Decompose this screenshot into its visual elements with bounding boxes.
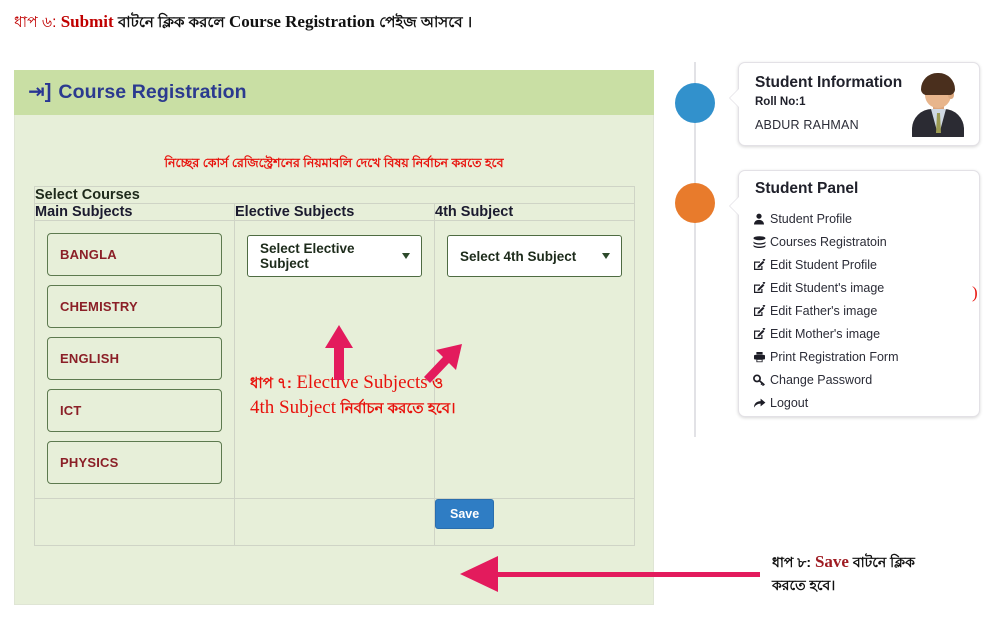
menu-item-label: Student Profile [770,211,852,226]
subject-button-chemistry[interactable]: CHEMISTRY [47,285,222,328]
menu-item-label: Edit Mother's image [770,326,881,341]
menu-item-edit-students-image[interactable]: Edit Student's image [753,276,969,299]
main-subjects-cell: BANGLA CHEMISTRY ENGLISH ICT PHYSICS [34,220,235,499]
registration-notice: নিচ্ছের কোর্স রেজিস্ট্রেশনের নিয়মাবলি দ… [164,156,504,170]
logout-arrow-icon [753,397,770,409]
column-header-main-subjects: Main Subjects [34,203,235,221]
step8-bn-mid: বাটনে ক্লিক [852,554,915,570]
chevron-down-icon [402,253,410,259]
subject-button-physics[interactable]: PHYSICS [47,441,222,484]
menu-item-edit-mothers-image[interactable]: Edit Mother's image [753,322,969,345]
user-icon [753,213,770,225]
card-header: ⇥] Course Registration [14,70,654,115]
printer-icon [753,351,770,363]
save-button[interactable]: Save [435,499,495,529]
step6-prefix: ধাপ ৬: [14,14,57,31]
menu-item-edit-student-profile[interactable]: Edit Student Profile [753,253,969,276]
fourth-subject-cell: Select 4th Subject [433,220,636,499]
timeline-dot-student-information [675,83,715,123]
menu-item-student-profile[interactable]: Student Profile [753,207,969,230]
step6-course-registration-word: Course Registration [228,12,375,31]
fourth-select-wrap: Select 4th Subject [435,221,634,289]
column-header-4th-subject: 4th Subject [433,203,636,221]
bubble-tail [730,197,739,215]
table-body-row: BANGLA CHEMISTRY ENGLISH ICT PHYSICS Sel… [34,220,636,499]
menu-item-label: Print Registration Form [770,349,899,364]
table-header-row: Main Subjects Elective Subjects 4th Subj… [34,203,636,221]
menu-item-courses-registration[interactable]: Courses Registratoin [753,230,969,253]
step8-caption: ধাপ ৮: Save বাটনে ক্লিক করতে হবে। [772,550,997,595]
fourth-select-value: Select 4th Subject [460,248,577,264]
timeline-line [694,62,696,437]
column-header-elective-subjects: Elective Subjects [234,203,435,221]
student-panel-title: Student Panel [755,180,859,197]
step6-submit-word: Submit [60,12,114,31]
subject-button-bangla[interactable]: BANGLA [47,233,222,276]
step6-caption: ধাপ ৬: Submit বাটনে ক্লিক করলে Course Re… [14,10,654,36]
stack-icon [753,235,770,248]
footer-empty-cell-mid [234,498,435,546]
table-footer-row: Save [34,498,636,546]
elective-subject-select[interactable]: Select Elective Subject [247,235,422,277]
menu-item-label: Courses Registratoin [770,234,887,249]
student-panel-menu: Student Profile Courses Registratoin Edi… [753,207,969,414]
edit-icon [753,258,770,271]
menu-item-label: Edit Father's image [770,303,878,318]
step8-line-1: ধাপ ৮: Save বাটনে ক্লিক [772,550,997,575]
menu-item-label: Edit Student's image [770,280,885,295]
fourth-subject-select[interactable]: Select 4th Subject [447,235,623,277]
bubble-tail [730,89,739,107]
student-name: ABDUR RAHMAN [755,118,859,132]
timeline-dot-student-panel [675,183,715,223]
student-information-card: Student Information Roll No:1 ABDUR RAHM… [730,62,980,146]
step8-prefix: ধাপ ৮: [772,554,812,570]
step6-bn-end: পেইজ আসবে । [379,14,473,31]
footer-empty-cell-left [34,498,235,546]
edge-bracket-artifact: ) [972,283,978,302]
edit-icon [753,304,770,317]
student-roll-number: Roll No:1 [755,96,806,108]
menu-item-print-registration-form[interactable]: Print Registration Form [753,345,969,368]
edit-icon [753,281,770,294]
student-information-title: Student Information [755,74,903,91]
subject-button-ict[interactable]: ICT [47,389,222,432]
elective-select-value: Select Elective Subject [260,241,355,271]
avatar [907,71,969,137]
menu-item-label: Change Password [770,372,873,387]
menu-item-label: Logout [770,395,809,410]
course-selection-table: Select Courses Main Subjects Elective Su… [33,186,636,546]
main-subjects-list: BANGLA CHEMISTRY ENGLISH ICT PHYSICS [35,221,234,498]
sign-in-icon: ⇥] [28,80,52,103]
step6-bn-mid: বাটনে ক্লিক করলে [117,14,225,31]
step8-line-2: করতে হবে। [772,576,836,593]
subject-button-english[interactable]: ENGLISH [47,337,222,380]
select-courses-title: Select Courses [33,186,636,204]
elective-select-wrap: Select Elective Subject [235,221,434,289]
step8-save-word: Save [814,552,849,571]
menu-item-label: Edit Student Profile [770,257,878,272]
menu-item-logout[interactable]: Logout [753,391,969,414]
table-section-title-row: Select Courses [33,186,636,204]
key-icon [753,373,770,386]
save-cell: Save [433,498,636,546]
chevron-down-icon [602,253,611,259]
menu-item-edit-fathers-image[interactable]: Edit Father's image [753,299,969,322]
student-panel-card: Student Panel Student Profile Courses Re… [730,170,980,417]
menu-item-change-password[interactable]: Change Password [753,368,969,391]
elective-subjects-cell: Select Elective Subject [234,220,435,499]
edit-icon [753,327,770,340]
page-title: Course Registration [58,81,247,103]
